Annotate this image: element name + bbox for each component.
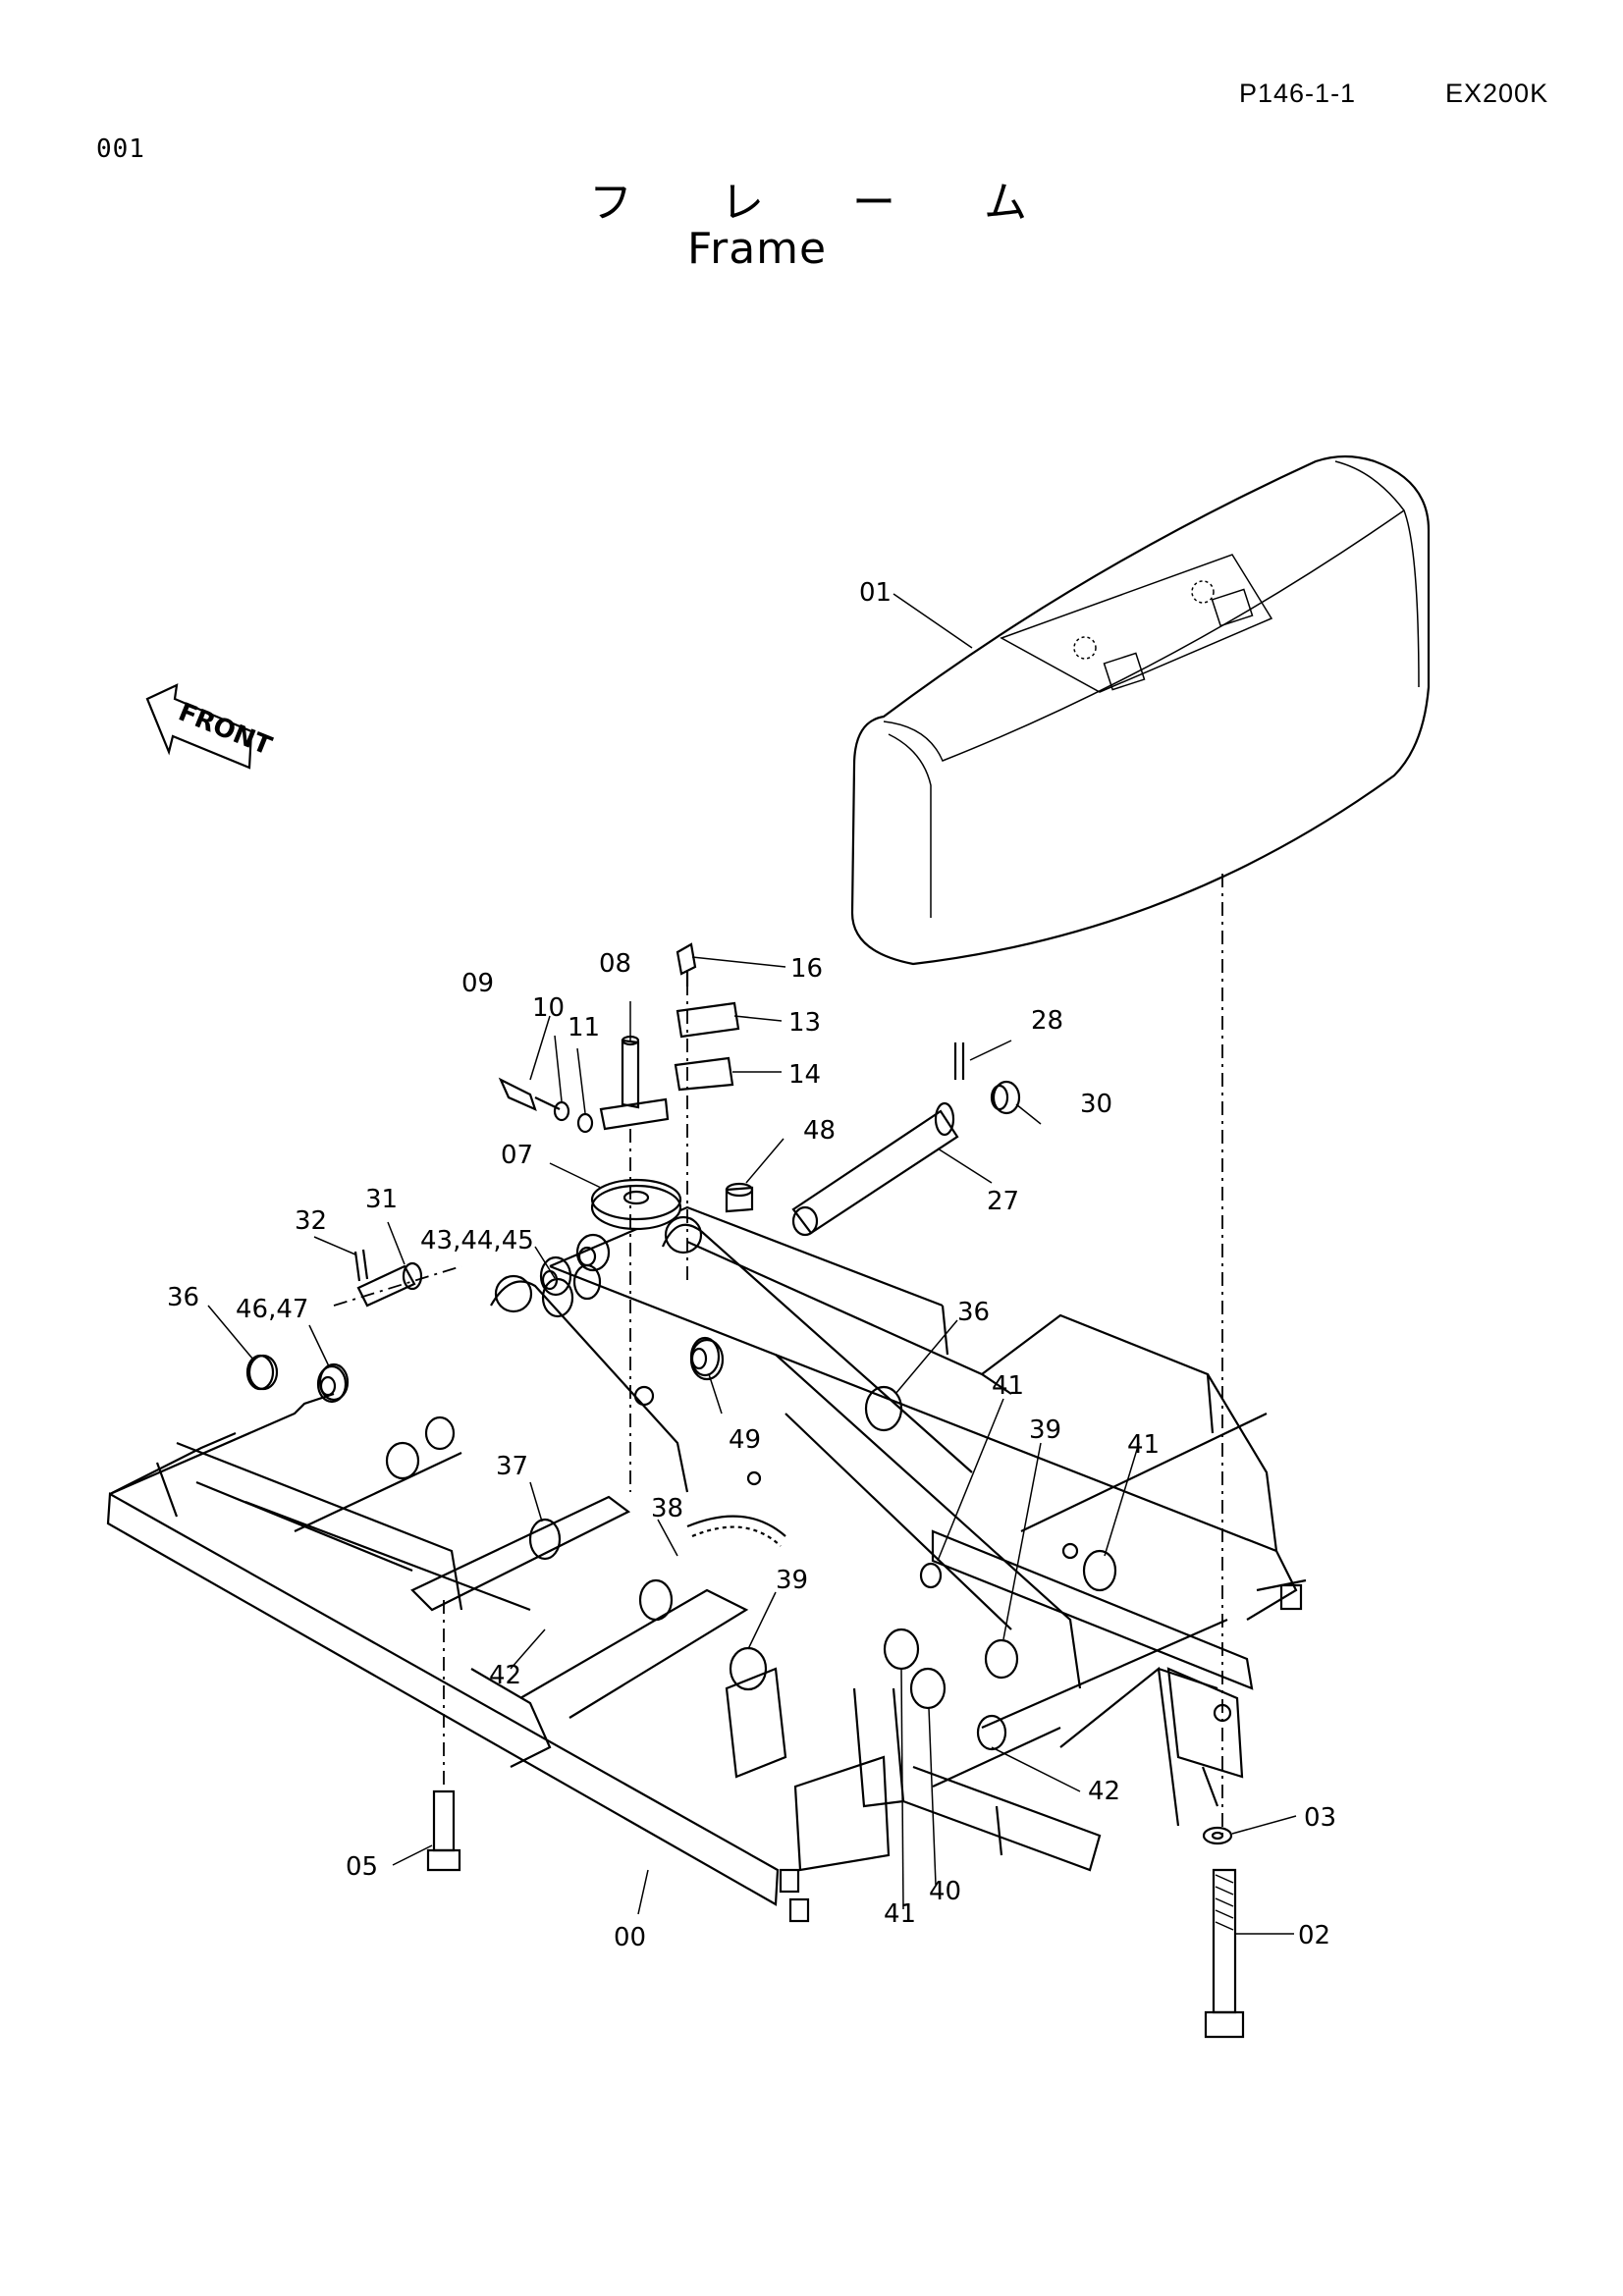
callout-14: 14: [788, 1060, 821, 1090]
callout-00: 00: [614, 1923, 646, 1952]
callout-labels: 01 16 13 14 08 09 10 11 07 28 30 27 48 3…: [167, 578, 1336, 1952]
callout-38: 39: [776, 1566, 808, 1595]
callout-28: 30: [1080, 1090, 1112, 1119]
callout-39-bottom: 40: [929, 1877, 961, 1906]
counterweight-drawing: [850, 454, 1431, 966]
callout-03: 03: [1304, 1803, 1336, 1833]
callout-42: 42: [1088, 1777, 1120, 1806]
callout-08: 08: [599, 949, 631, 979]
page-number: 001: [96, 134, 145, 164]
callout-36-left: 37: [496, 1452, 528, 1481]
callout-27: 28: [1031, 1006, 1063, 1036]
callout-434445: 43,44,45: [420, 1226, 534, 1255]
callout-26: 27: [987, 1187, 1019, 1216]
callout-31: 32: [295, 1206, 327, 1236]
upper-frame-drawing: [106, 1205, 1307, 1923]
callout-16: 16: [790, 954, 823, 984]
reference-code: P146-1-1: [1239, 79, 1357, 108]
callout-10: 10: [532, 993, 565, 1023]
front-arrow-icon: FRONT: [145, 683, 276, 770]
callout-41-top: 41: [992, 1371, 1024, 1401]
callout-39-top: 39: [1029, 1415, 1061, 1445]
callout-11: 11: [568, 1013, 600, 1042]
callout-02: 02: [1298, 1921, 1330, 1950]
callout-32: 36: [167, 1283, 199, 1312]
callout-49: 49: [729, 1425, 761, 1455]
callout-48: 48: [803, 1116, 836, 1146]
callout-30: 31: [365, 1185, 398, 1214]
callout-07: 07: [501, 1141, 533, 1170]
callout-01: 01: [859, 578, 892, 608]
bushings-drawing: [247, 1233, 1117, 1751]
callout-05: 05: [346, 1852, 378, 1882]
callout-41-right: 41: [1127, 1430, 1160, 1460]
exploded-parts: [245, 942, 1245, 2039]
title-japanese: フ レ ー ム: [589, 178, 1064, 228]
front-label: FRONT: [174, 698, 276, 762]
title-english: Frame: [687, 224, 828, 274]
callout-37: 38: [651, 1494, 683, 1523]
model-code: EX200K: [1445, 79, 1549, 108]
callout-40: 41: [884, 1899, 916, 1929]
leader-lines: [207, 593, 1297, 1935]
assembly-centerlines: [333, 874, 1223, 1836]
callout-09: 09: [461, 969, 494, 998]
callout-36-right: 36: [957, 1298, 990, 1327]
callout-41-left: 42: [489, 1661, 521, 1690]
callout-13: 13: [788, 1008, 821, 1038]
callout-4647: 46,47: [236, 1295, 308, 1324]
